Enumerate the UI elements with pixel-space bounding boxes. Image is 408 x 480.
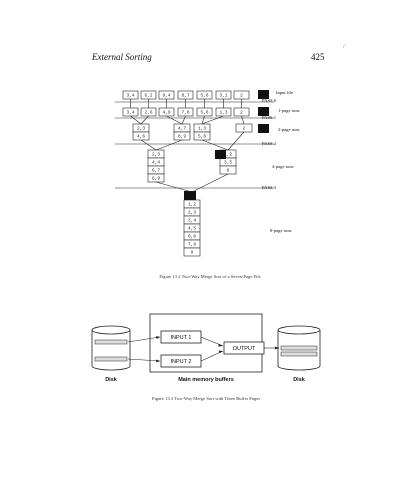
label-pass2: PASS 2: [262, 141, 277, 146]
pass1-link: [140, 115, 149, 125]
label-four-page-runs: 4-page runs: [272, 164, 294, 169]
pass1-link: [130, 115, 142, 125]
running-header-title: External Sorting: [92, 52, 152, 62]
input-page-text: 3,1: [220, 94, 228, 99]
arrow-input2-to-output: [200, 350, 224, 362]
pass1-page-text: 4,7: [178, 127, 186, 132]
figure1-caption: Figure 13.2 Two-Way Merge Sort of a Seve…: [159, 274, 260, 279]
pass2-page-text: 6,7: [152, 169, 160, 174]
arrow-disk-to-input1: [127, 336, 161, 343]
pass3-page-text: 6,6: [188, 235, 196, 240]
pass3-page-text: 4,5: [188, 227, 196, 232]
label-one-page-runs: 1-page runs: [278, 108, 300, 113]
pass1-page-text: 2: [243, 127, 246, 132]
input-page-text: 3,4: [127, 94, 135, 99]
label-pass1: PASS 1: [262, 115, 277, 120]
label-pass3: PASS 3: [262, 185, 277, 190]
pass2-link: [227, 131, 245, 151]
pass0-page-text: 1,3: [220, 111, 228, 116]
page-number: 425: [311, 52, 325, 62]
pass1-link: [181, 115, 186, 125]
input-page-text: 2: [240, 94, 243, 99]
pass3-link: [191, 173, 229, 193]
pass0-page-text: 3,4: [127, 111, 135, 116]
pass3-page-text: 9: [191, 251, 194, 256]
pass2-page-text: 4,4: [152, 161, 160, 166]
pass0-page-text: 2,6: [145, 111, 153, 116]
pass1-link: [166, 115, 183, 125]
disk-right-icon: [277, 325, 321, 371]
pass2-marker: [215, 150, 226, 159]
input-page-text: 5,6: [201, 94, 209, 99]
pass2-page-text: 2,3: [152, 153, 160, 158]
pass0-page-text: 4,9: [163, 111, 171, 116]
input2-label: INPUT 2: [171, 359, 192, 365]
pass0-page-text: 7,8: [182, 111, 190, 116]
main-memory-label: Main memory buffers: [178, 377, 234, 383]
output-label: OUTPUT: [233, 346, 256, 352]
input-file-marker: [258, 90, 269, 99]
pass2-page-text: 1,2: [224, 153, 232, 158]
pass1-page-text: 8,9: [178, 135, 186, 140]
pass0-marker: [258, 107, 269, 116]
disk-left-label: Disk: [105, 377, 118, 383]
input-page-text: 9,4: [163, 94, 171, 99]
pass1-link: [201, 115, 205, 125]
label-input-file: Input file: [276, 90, 293, 95]
label-eight-page-runs: 8-page runs: [270, 228, 292, 233]
figure2-caption: Figure 13.3 Two-Way Merge Sort with Thre…: [152, 396, 260, 401]
pass3-page-text: 7,8: [188, 243, 196, 248]
pass1-marker: [258, 124, 269, 133]
disk-right-label: Disk: [293, 377, 306, 383]
pass3-page-text: 2,3: [188, 211, 196, 216]
label-pass0: PASS 0: [262, 98, 277, 103]
pass3-page-text: 1,2: [188, 203, 196, 208]
pass3-page-text: 3,4: [188, 219, 196, 224]
pass1-page-text: 2,3: [137, 127, 145, 132]
pass3-link: [155, 181, 193, 193]
disk-left-icon: [91, 325, 131, 371]
pass2-link: [140, 139, 157, 151]
input-page-text: 6,2: [145, 94, 153, 99]
input-page-text: 8,7: [182, 94, 190, 99]
pass0-page-text: 5,6: [201, 111, 209, 116]
pass2-page-text: 3,5: [224, 161, 232, 166]
pass1-link: [241, 115, 245, 125]
pass1-page-text: 4,6: [137, 135, 145, 140]
arrow-disk-to-input2: [127, 358, 161, 362]
pass3-page: [183, 247, 201, 257]
label-two-page-runs: 2-page runs: [278, 127, 300, 132]
pass1-link: [201, 115, 224, 125]
pass3-marker: [184, 191, 196, 200]
pass0-page-text: 2: [240, 111, 243, 116]
pass2-link: [201, 139, 229, 151]
pass1-page-text: 5,6: [198, 135, 206, 140]
pass2-link: [155, 139, 183, 151]
pass2-page-text: 8,9: [152, 177, 160, 182]
input1-label: INPUT 1: [171, 335, 192, 341]
pass2-page-text: 6: [227, 169, 230, 174]
pass1-page-text: 1,3: [198, 127, 206, 132]
corner-mark: /: [343, 44, 345, 50]
